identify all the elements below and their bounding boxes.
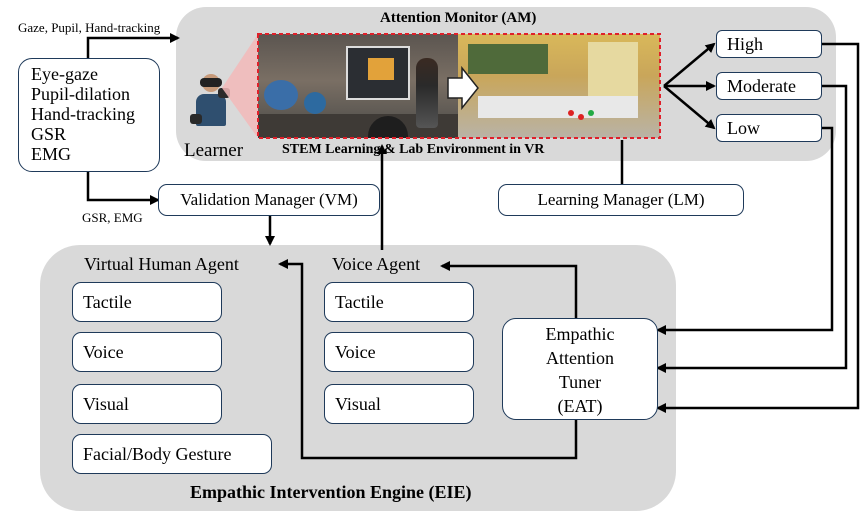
sensor-item: Pupil-dilation — [31, 84, 130, 104]
eat-line: Empathic — [545, 324, 615, 344]
sensor-list-box: Eye-gaze Pupil-dilation Hand-tracking GS… — [18, 58, 160, 172]
voice-agent-title: Voice Agent — [332, 254, 421, 274]
learner-figure — [188, 74, 234, 136]
vr-environment-label: STEM Learning & Lab Environment in VR — [282, 142, 545, 157]
virtual-human-agent-title: Virtual Human Agent — [84, 254, 239, 274]
learning-manager-box: Learning Manager (LM) — [498, 184, 744, 216]
sensor-item: Hand-tracking — [31, 104, 135, 124]
level-low-box: Low — [716, 114, 822, 142]
attention-monitor-title: Attention Monitor (AM) — [380, 10, 537, 26]
gaze-pupil-hand-label: Gaze, Pupil, Hand-tracking — [18, 20, 161, 35]
va-voice-box: Voice — [324, 332, 474, 372]
vha-gesture-box: Facial/Body Gesture — [72, 434, 272, 474]
vr-environment-frame — [257, 33, 661, 139]
learner-view-cone — [222, 34, 258, 138]
learner-label: Learner — [184, 140, 244, 161]
empathic-attention-tuner-box: Empathic Attention Tuner (EAT) — [502, 318, 658, 420]
validation-manager-box: Validation Manager (VM) — [158, 184, 380, 216]
eat-line: Attention — [546, 348, 614, 368]
sensor-item: GSR — [31, 124, 67, 144]
va-tactile-box: Tactile — [324, 282, 474, 322]
scene-transition-arrow — [447, 65, 479, 111]
level-moderate-box: Moderate — [716, 72, 822, 100]
va-visual-box: Visual — [324, 384, 474, 424]
vr-avatar-figure — [416, 58, 438, 128]
gsr-emg-label: GSR, EMG — [82, 210, 143, 225]
vha-tactile-box: Tactile — [72, 282, 222, 322]
eat-line: (EAT) — [557, 396, 603, 416]
vr-scene-right-image — [458, 34, 660, 138]
vha-voice-box: Voice — [72, 332, 222, 372]
eie-title: Empathic Intervention Engine (EIE) — [190, 482, 472, 502]
vha-visual-box: Visual — [72, 384, 222, 424]
sensor-item: EMG — [31, 144, 71, 164]
level-high-box: High — [716, 30, 822, 58]
sensor-item: Eye-gaze — [31, 64, 98, 84]
eat-line: Tuner — [558, 372, 602, 392]
